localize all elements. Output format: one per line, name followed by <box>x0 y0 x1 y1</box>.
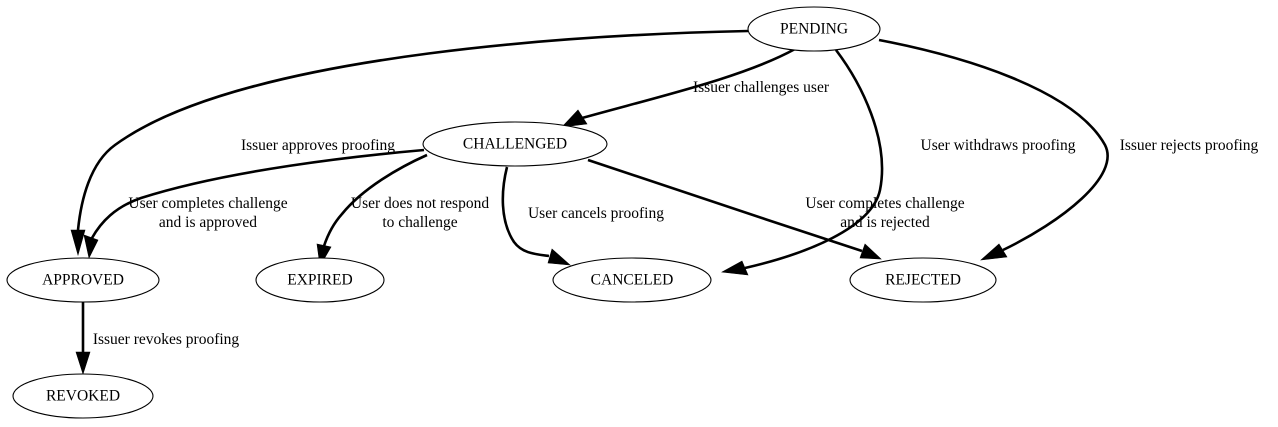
edge-label-approved-revoked: Issuer revokes proofing <box>93 331 240 348</box>
node-canceled[interactable]: CANCELED <box>552 257 712 303</box>
arrowhead-challenged-canceled <box>547 248 571 266</box>
node-challenged[interactable]: CHALLENGED <box>422 121 608 167</box>
node-ellipse-revoked[interactable] <box>12 373 154 419</box>
node-label-approved: APPROVED <box>42 272 124 289</box>
arrowhead-pending-rejected <box>980 243 1008 261</box>
edges-layer <box>70 29 1109 375</box>
edge-label-pending-canceled: User withdraws proofing <box>921 137 1076 154</box>
arrowhead-pending-challenged <box>561 109 588 128</box>
arrowhead-pending-canceled <box>721 260 749 276</box>
edge-line-pending-approved <box>76 29 749 231</box>
edge-challenged-rejected <box>587 158 882 260</box>
arrowhead-challenged-approved <box>83 234 99 259</box>
edge-challenged-approved <box>83 148 425 259</box>
edge-approved-revoked <box>75 302 91 375</box>
node-label-rejected: REJECTED <box>885 272 961 289</box>
edge-pending-canceled <box>721 49 884 276</box>
edge-label-challenged-canceled: User cancels proofing <box>528 205 664 222</box>
node-ellipse-approved[interactable] <box>6 257 160 303</box>
node-ellipse-challenged[interactable] <box>422 121 608 167</box>
node-label-expired: EXPIRED <box>287 272 352 289</box>
node-label-challenged: CHALLENGED <box>463 136 567 153</box>
node-pending[interactable]: PENDING <box>747 6 881 52</box>
edge-line-pending-challenged <box>581 47 796 120</box>
node-revoked[interactable]: REVOKED <box>12 373 154 419</box>
node-ellipse-rejected[interactable] <box>849 257 997 303</box>
arrowhead-pending-approved <box>70 229 86 257</box>
edge-line-challenged-expired <box>322 153 428 247</box>
edge-line-challenged-approved <box>90 148 425 239</box>
edge-pending-rejected <box>878 38 1109 261</box>
edge-label-pending-approved: Issuer approves proofing <box>241 137 395 154</box>
node-rejected[interactable]: REJECTED <box>849 257 997 303</box>
edge-line-pending-canceled <box>744 49 884 270</box>
edge-line-challenged-canceled <box>501 166 550 258</box>
nodes-layer: PENDING CHALLENGED APPROVED EXPIRED CANCELED… <box>6 6 997 419</box>
node-ellipse-canceled[interactable] <box>552 257 712 303</box>
node-label-canceled: CANCELED <box>591 272 674 289</box>
edge-label-pending-rejected: Issuer rejects proofing <box>1120 137 1259 154</box>
arrowhead-challenged-rejected <box>859 243 882 260</box>
node-approved[interactable]: APPROVED <box>6 257 160 303</box>
arrowhead-approved-revoked <box>75 351 91 375</box>
node-ellipse-expired[interactable] <box>255 257 385 303</box>
edge-line-challenged-rejected <box>587 158 863 253</box>
node-ellipse-pending[interactable] <box>747 6 881 52</box>
node-label-revoked: REVOKED <box>46 388 120 405</box>
edge-challenged-canceled <box>501 166 571 266</box>
edge-line-pending-rejected <box>878 38 1109 252</box>
node-label-pending: PENDING <box>780 21 848 38</box>
node-expired[interactable]: EXPIRED <box>255 257 385 303</box>
edge-pending-approved <box>70 29 749 257</box>
edge-pending-challenged <box>561 47 796 128</box>
edge-label-pending-challenged: Issuer challenges user <box>693 79 830 96</box>
